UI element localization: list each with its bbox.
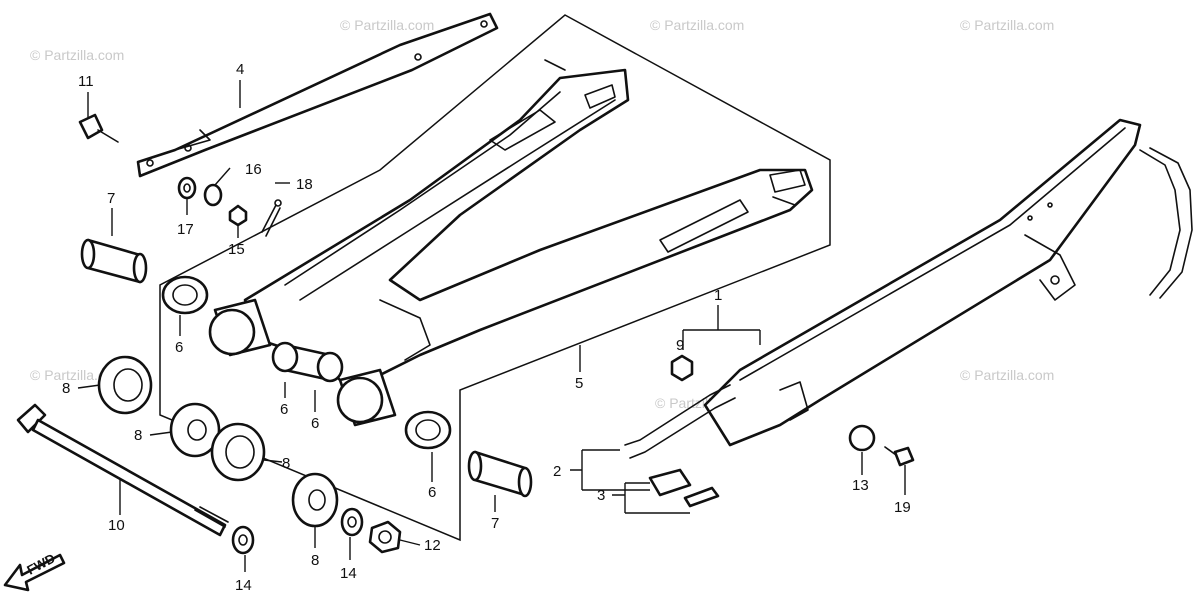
callout-9: 9 [676,337,684,354]
callout-11: 11 [78,73,94,90]
watermark-2: © Partzilla.com [340,17,434,33]
callout-4: 4 [236,61,244,78]
part-8-bearing-3 [210,422,266,482]
part-14-washer-a [340,507,364,537]
watermarks: © Partzilla.com © Partzilla.com © Partzi… [30,17,1054,411]
part-17-washer [177,176,197,200]
part-10-pivot-bolt [16,403,229,537]
callout-17: 17 [177,221,194,238]
part-9-nut [670,354,694,382]
callout-3: 3 [597,487,605,504]
callout-2: 2 [553,463,561,480]
callout-14-a: 14 [235,577,252,594]
swingarm-pivot-tubes [208,298,397,427]
callout-8-d: 8 [311,552,319,569]
callout-7-a: 7 [107,190,115,207]
part-15-nut [228,204,248,227]
callout-8-b: 8 [134,427,142,444]
part-6-bushing-left [161,275,209,315]
part-13-collar [848,424,876,452]
callout-1: 1 [714,287,722,304]
part-7-sleeve-left [80,238,148,284]
part-4-chain-guide [136,12,499,178]
part-8-bearing-1 [97,355,153,415]
part-12-nut [368,520,402,554]
callout-numbers: 1 2 3 4 5 6 6 6 6 7 7 8 8 8 8 9 10 11 12… [62,61,911,594]
part-14-washer-b [231,525,255,555]
callout-8-a: 8 [62,380,70,397]
callout-14-b: 14 [340,565,357,582]
part-1-chain-case [703,118,1142,447]
part-8-washer-2 [169,402,221,458]
callout-8-c: 8 [282,455,290,472]
callout-6-d: 6 [428,484,436,501]
watermark-4: © Partzilla.com [960,17,1054,33]
callout-19: 19 [894,499,911,516]
part-6-collar-pair [271,341,344,383]
part-8-washer-4 [291,472,339,528]
callout-6-a: 6 [175,339,183,356]
fwd-indicator: FWD [3,551,66,592]
callout-5: 5 [575,375,583,392]
part-3-master-link [648,468,720,508]
callout-15: 15 [228,241,245,258]
callout-7-b: 7 [491,515,499,532]
part-6-bushing-right [404,410,452,450]
part-19-bolt [884,446,915,467]
callout-13: 13 [852,477,869,494]
fwd-arrow-icon [3,553,66,592]
assembly-frame [159,14,831,542]
watermark-6: © Partzilla.com [960,367,1054,383]
callout-12: 12 [424,537,441,554]
part-16-collar [203,183,223,207]
callout-10: 10 [108,517,125,534]
callout-16: 16 [245,161,262,178]
watermark-1: © Partzilla.com [30,47,124,63]
part-5-swingarm [243,59,814,392]
watermark-3: © Partzilla.com [650,17,744,33]
part-7-sleeve-right [467,450,533,498]
leader-lines [77,80,906,572]
callout-6-c: 6 [311,415,319,432]
callout-6-b: 6 [280,401,288,418]
part-2-drive-chain [624,147,1193,459]
part-11-bolt [78,113,119,143]
callout-18: 18 [296,176,313,193]
part-18-cotter-pin [261,199,282,237]
